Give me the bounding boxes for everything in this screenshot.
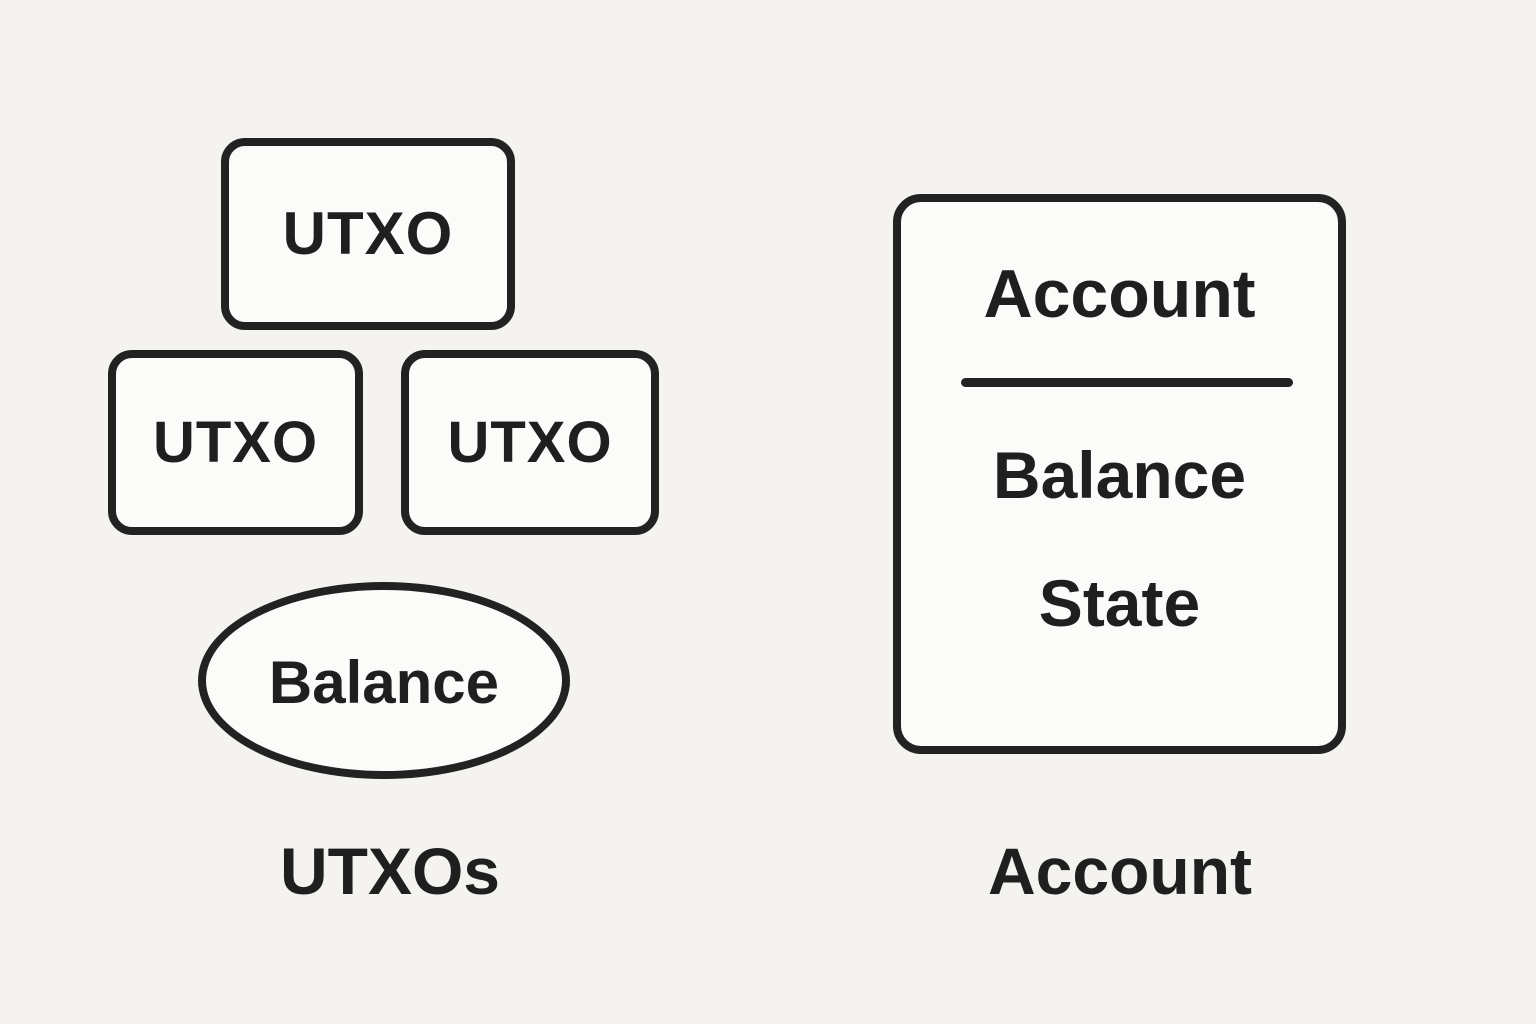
utxo-box-left: UTXO — [108, 350, 363, 535]
balance-ellipse-label: Balance — [268, 648, 500, 716]
account-card-divider — [961, 378, 1293, 387]
account-card: Account Balance State — [893, 194, 1346, 754]
utxo-box-label: UTXO — [152, 409, 319, 475]
utxo-box-label: UTXO — [447, 409, 613, 475]
account-caption: Account — [988, 834, 1252, 908]
account-state-field: State — [1038, 566, 1201, 640]
utxo-box-top: UTXO — [221, 138, 515, 330]
account-card-title: Account — [983, 256, 1256, 332]
utxo-box-label: UTXO — [282, 200, 454, 267]
balance-ellipse: Balance — [198, 582, 570, 779]
utxos-caption: UTXOs — [279, 834, 501, 908]
account-balance-field: Balance — [992, 438, 1247, 512]
utxo-box-right: UTXO — [401, 350, 659, 535]
